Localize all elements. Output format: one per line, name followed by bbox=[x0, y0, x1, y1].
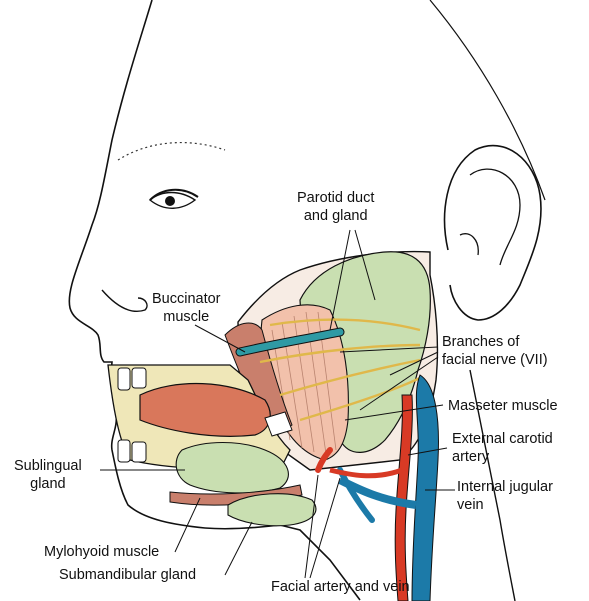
leader-lines bbox=[100, 229, 455, 579]
hair-line bbox=[429, 0, 546, 201]
eyebrow bbox=[117, 142, 226, 161]
label-masseter-muscle: Masseter muscle bbox=[448, 398, 558, 414]
facial-artery bbox=[315, 447, 333, 473]
submandibular-gland bbox=[227, 493, 317, 527]
sublingual-gland bbox=[175, 441, 289, 494]
head-outline bbox=[68, 0, 361, 601]
neck-outline bbox=[469, 369, 516, 601]
ear bbox=[443, 144, 542, 321]
facial-nerve-branches bbox=[259, 318, 421, 422]
label-mylohyoid-muscle: Mylohyoid muscle bbox=[44, 544, 160, 560]
nose bbox=[101, 289, 148, 312]
teeth bbox=[117, 367, 293, 463]
internal-jugular-vein bbox=[411, 374, 439, 601]
label-submandibular-gland: Submandibular gland bbox=[59, 567, 197, 583]
label-facial-artery-and-vein: Facial artery and vein bbox=[271, 579, 410, 595]
